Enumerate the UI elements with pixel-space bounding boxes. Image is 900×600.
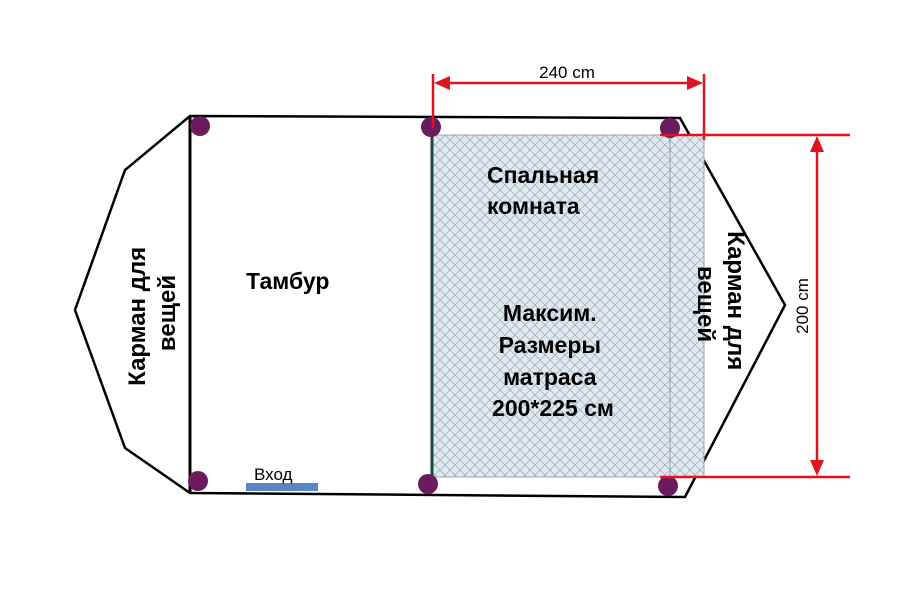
pole-marker-top-right bbox=[660, 118, 680, 138]
entrance-label: Вход bbox=[254, 465, 293, 484]
door-bar-icon bbox=[246, 483, 318, 491]
height-dimension bbox=[660, 133, 850, 479]
vestibule-label: Тамбур bbox=[246, 268, 329, 294]
pole-marker-top-left bbox=[190, 116, 210, 136]
bedroom-label: Спальная комната bbox=[487, 162, 606, 219]
height-dimension-label: 200 cm bbox=[793, 278, 812, 334]
arrow-up-icon bbox=[810, 136, 824, 152]
pole-marker-bottom-right bbox=[658, 476, 678, 496]
mattress-label: Максим. Размеры матраса 200*225 см bbox=[492, 300, 614, 421]
pole-marker-bottom-middle bbox=[418, 474, 438, 494]
arrow-down-icon bbox=[810, 460, 824, 476]
width-dimension-label: 240 cm bbox=[539, 63, 595, 82]
arrow-right-icon bbox=[687, 76, 703, 90]
left-pocket-label: Карман для вещей bbox=[124, 240, 181, 386]
right-pocket-label: Карман для вещей bbox=[692, 231, 749, 377]
arrow-left-icon bbox=[434, 76, 450, 90]
width-dimension bbox=[431, 74, 706, 140]
pole-marker-bottom-left bbox=[188, 471, 208, 491]
pole-marker-top-middle bbox=[421, 117, 441, 137]
